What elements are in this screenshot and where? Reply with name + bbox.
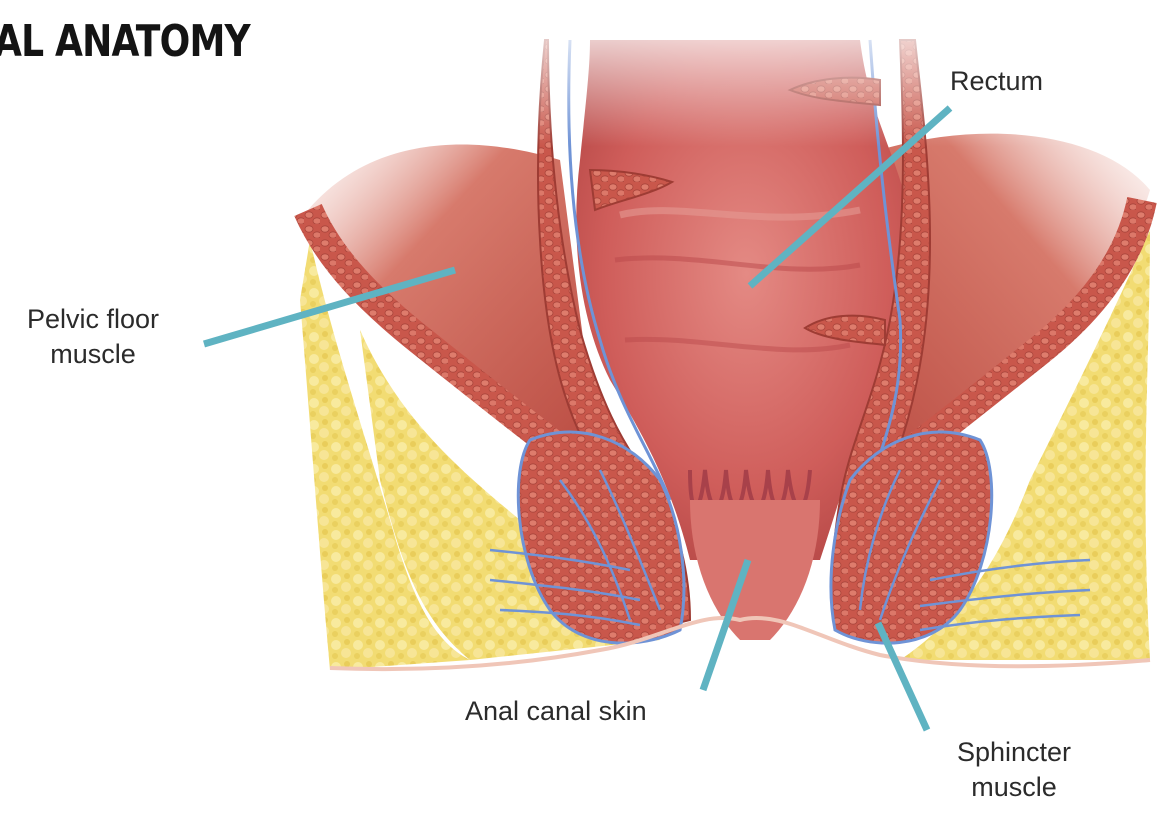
page-title: AL ANATOMY	[0, 16, 250, 67]
label-sphincter-muscle: Sphincter muscle	[940, 735, 1088, 805]
label-rectum: Rectum	[950, 64, 1043, 99]
label-pelvic-floor-muscle: Pelvic floor muscle	[6, 302, 180, 372]
label-rectum-text: Rectum	[950, 64, 1043, 99]
label-pelvic-line-1: Pelvic floor	[6, 302, 180, 337]
label-sphincter-line-1: Sphincter	[940, 735, 1088, 770]
label-sphincter-line-2: muscle	[940, 770, 1088, 805]
label-anal-canal-skin: Anal canal skin	[465, 694, 647, 729]
label-anal-canal-text: Anal canal skin	[465, 694, 647, 729]
top-fade	[280, 0, 1164, 814]
label-pelvic-line-2: muscle	[6, 337, 180, 372]
